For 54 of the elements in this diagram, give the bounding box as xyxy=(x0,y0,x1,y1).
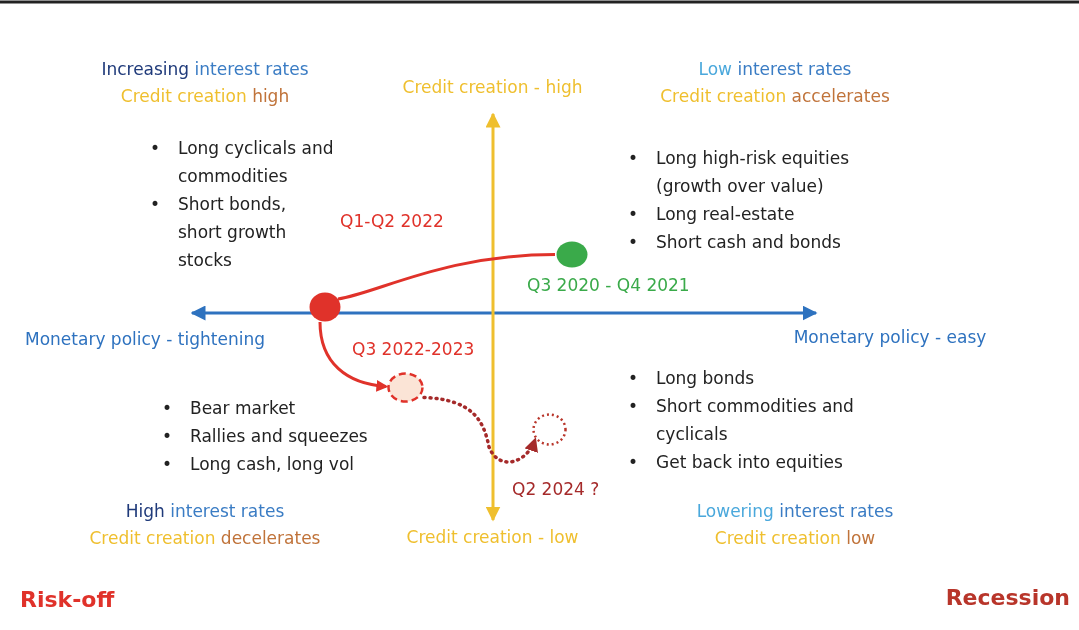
bullet-mark: • xyxy=(162,397,174,420)
text-label: Monetary policy - tightening xyxy=(25,329,265,349)
text-label: low xyxy=(846,528,876,548)
bullet-mark: • xyxy=(628,395,640,418)
edge-label: Q3 2022-2023 xyxy=(352,339,475,359)
circle-marker xyxy=(387,372,424,403)
text-label: Credit creation - high xyxy=(402,77,583,97)
bullet-item: Rallies and squeezes xyxy=(190,425,369,448)
bullet-item: Long cyclicals and commodities xyxy=(178,137,335,188)
bullet-item: Long cash, long vol xyxy=(190,453,356,476)
edge-label: Q1-Q2 2022 xyxy=(340,211,444,231)
bullet-item: Long real-estate xyxy=(656,203,796,226)
text-label: Increasing xyxy=(101,59,190,79)
period-label: Q3 2020 - Q4 2021 xyxy=(527,275,690,295)
bullet-mark: • xyxy=(150,137,162,160)
bullet-mark: • xyxy=(150,193,162,216)
text-label: Credit creation xyxy=(120,86,247,106)
bullet-item: Long bonds xyxy=(656,367,756,390)
bullet-mark: • xyxy=(628,203,640,226)
text-label: Lowering xyxy=(696,501,774,521)
bullet-mark: • xyxy=(628,147,640,170)
text-label: interest rates xyxy=(779,501,894,521)
bullet-item: Short cash and bonds xyxy=(656,231,842,254)
circle-marker xyxy=(532,413,567,446)
text-label: high xyxy=(252,86,290,106)
text-label: Monetary policy - easy xyxy=(793,327,987,347)
text-label: Risk-off xyxy=(20,587,115,612)
bullet-mark: • xyxy=(162,453,174,476)
circle-marker xyxy=(555,240,589,269)
text-label: decelerates xyxy=(220,528,321,548)
bullet-item: Short commodities and cyclicals xyxy=(656,395,855,446)
bullet-item: Long high-risk equities (growth over value) xyxy=(656,147,850,198)
text-label: Credit creation xyxy=(660,86,787,106)
circle-marker xyxy=(308,291,342,323)
path-arrow xyxy=(422,395,537,464)
text-label: Credit creation xyxy=(714,528,841,548)
text-label: High xyxy=(125,501,165,521)
bullet-mark: • xyxy=(628,451,640,474)
text-label: Low xyxy=(698,59,733,79)
text-label: accelerates xyxy=(791,86,890,106)
bullet-item: Short bonds, short growth stocks xyxy=(178,193,288,272)
edge-label: Q2 2024 ? xyxy=(512,479,600,499)
bullet-mark: • xyxy=(628,231,640,254)
text-label: interest rates xyxy=(737,59,852,79)
bullet-item: Bear market xyxy=(190,397,297,420)
path-arrow xyxy=(318,321,389,392)
text-label: Credit creation - low xyxy=(406,527,579,547)
bullet-mark: • xyxy=(162,425,174,448)
text-label: interest rates xyxy=(194,59,309,79)
bullet-item: Get back into equities xyxy=(656,451,844,474)
text-label: Recession xyxy=(945,585,1070,610)
bullet-mark: • xyxy=(628,367,640,390)
text-label: interest rates xyxy=(170,501,285,521)
text-label: Credit creation xyxy=(89,528,216,548)
